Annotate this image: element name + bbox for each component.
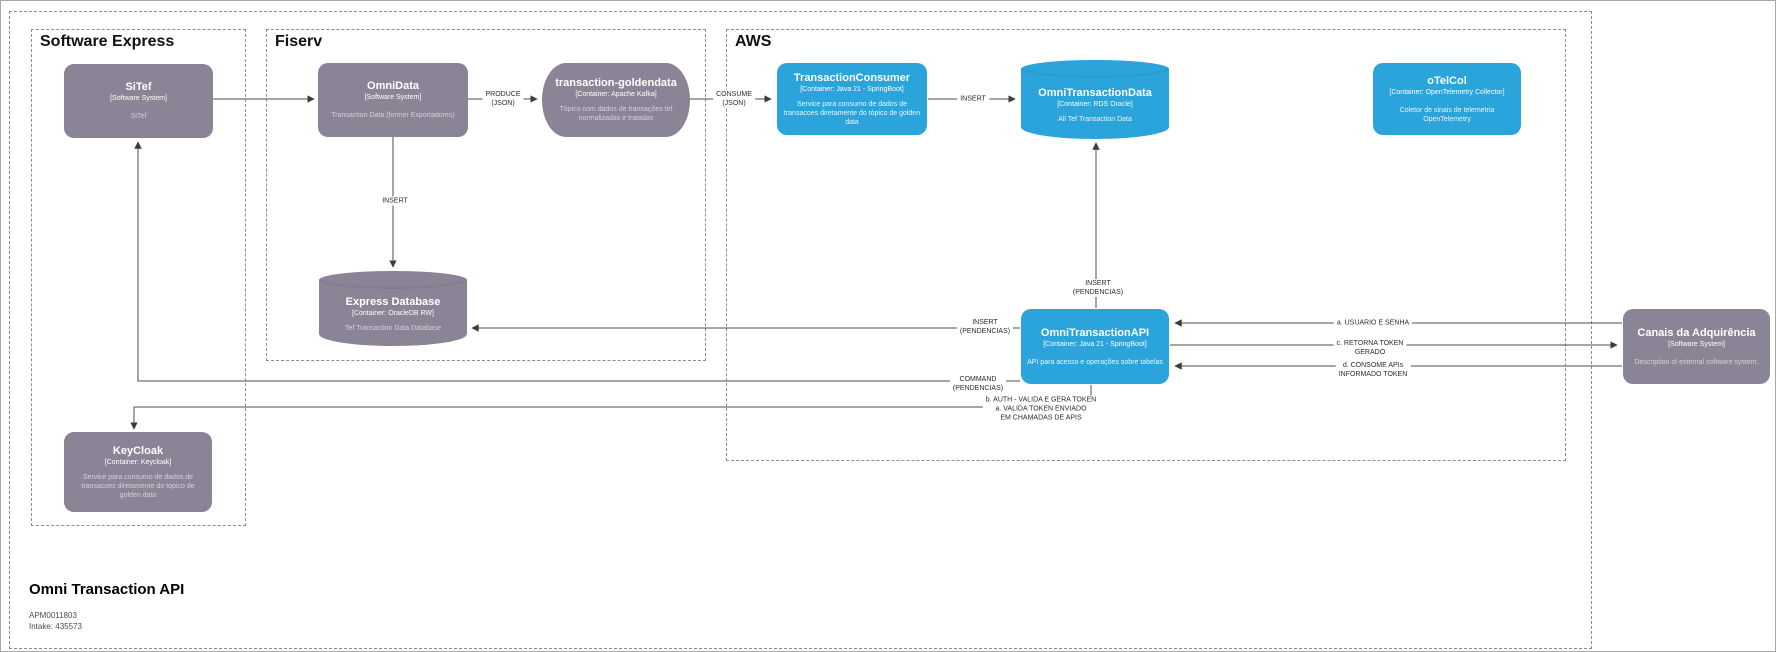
node-keycloak-description: Service para consumo de dados de transac… [81,473,195,499]
diagram-intake-id: Intake: 435573 [29,622,82,631]
node-keycloak-subtitle: [Container: Keycloak] [104,458,172,466]
node-transaction-consumer: TransactionConsumer [Container: Java 21 … [777,63,927,135]
edge-label-command-pendencias: COMMAND (PENDENCIAS) [949,375,1007,393]
edge-label-insert-consumer: INSERT [957,94,989,104]
node-otelcol: oTelCol [Container: OpenTelemetry Collec… [1373,63,1521,135]
cylinder-cap [319,271,467,289]
node-omni-transaction-data-subtitle: [Container: RDS Oracle] [1057,101,1133,108]
node-transaction-consumer-description: Service para consumo de dados de transac… [783,100,921,126]
node-goldendata-description: Tópico com dados de transações tef norma… [559,106,673,122]
node-canais-subtitle: [Software System] [1668,340,1725,348]
node-transaction-consumer-title: TransactionConsumer [793,71,911,84]
edge-label-insert-pendencias-up: INSERT (PENDENCIAS) [1069,279,1127,297]
node-omni-transaction-data-title: OmniTransactionData [1038,87,1152,99]
edge-label-insert-pendencias-left: INSERT (PENDENCIAS) [956,318,1014,336]
edge-label-consome-apis: d. CONSOME APIs INFORMADO TOKEN [1335,361,1411,379]
cylinder-body [319,280,467,346]
edge-label-auth: b. AUTH - VALIDA E GERA TOKEN a. VALIDA … [982,395,1100,423]
node-omnidata-title: OmniData [367,80,419,92]
node-express-database-subtitle: [Container: OracleDB RW] [352,310,434,317]
edge-label-usuario-senha: a. USUARIO E SENHA [1333,318,1413,328]
edge-label-insert-omnidata: INSERT [379,196,411,206]
edge-label-retorna-token: c. RETORNA TOKEN GERADO [1333,339,1407,357]
node-omni-transaction-api-subtitle: [Container: Java 21 - SpringBoot] [1043,340,1147,348]
node-omni-transaction-api-description: API para acesso e operações sobre tabela… [1027,358,1163,366]
node-sitef: SiTef [Software System] SiTef [64,64,213,138]
node-omni-transaction-data-description: All Tef Transaction Data [1058,116,1132,123]
edge-label-consume: CONSUME (JSON) [713,90,755,108]
diagram-apm-id: APM0011803 [29,611,77,620]
node-transaction-consumer-subtitle: [Container: Java 21 - SpringBoot] [800,85,904,93]
diagram-title: Omni Transaction API [29,581,185,598]
node-otelcol-subtitle: [Container: OpenTelemetry Collector] [1389,88,1505,96]
node-goldendata-subtitle: [Container: Apache Kafka] [575,91,657,98]
node-omnidata-description: Transaction Data (former Exportadores) [331,112,455,119]
group-fiserv-label: Fiserv [275,33,323,50]
node-otelcol-title: oTelCol [1427,74,1467,87]
diagram-outer-boundary [9,11,1592,649]
node-sitef-subtitle: [Software System] [110,95,167,102]
node-express-database: Express Database [Container: OracleDB RW… [319,271,467,346]
node-omni-transaction-api-title: OmniTransactionAPI [1040,326,1150,339]
node-omni-transaction-api: OmniTransactionAPI [Container: Java 21 -… [1021,309,1169,384]
cylinder-body [1021,69,1169,139]
node-transaction-goldendata: transaction-goldendata [Container: Apach… [542,63,690,137]
node-omnidata-subtitle: [Software System] [364,94,422,101]
node-canais-title: Canais da Adquirência [1637,326,1756,339]
group-aws-label: AWS [735,33,772,50]
node-omni-transaction-data: OmniTransactionData [Container: RDS Orac… [1021,60,1169,139]
node-canais-da-adquirencia: Canais da Adquirência [Software System] … [1623,309,1770,384]
node-goldendata-title: transaction-goldendata [555,77,677,89]
node-otelcol-description: Coletor de sinais de telemetria OpenTele… [1399,106,1495,123]
group-software-express-label: Software Express [40,33,175,50]
title-block: Omni Transaction API APM0011803 Intake: … [29,581,184,632]
node-express-database-description: Tef Transaction Data Database [344,325,442,332]
node-keycloak: KeyCloak [Container: Keycloak] Service p… [64,432,212,512]
cylinder-cap [1021,60,1169,78]
node-canais-description: Description of external software system. [1634,358,1759,366]
node-sitef-description: SiTef [130,113,147,120]
node-express-database-title: Express Database [345,296,441,308]
edge-label-produce: PRODUCE (JSON) [482,90,524,108]
node-omnidata: OmniData [Software System] Transaction D… [318,63,468,137]
node-keycloak-title: KeyCloak [112,444,164,457]
node-sitef-title: SiTef [125,81,152,93]
